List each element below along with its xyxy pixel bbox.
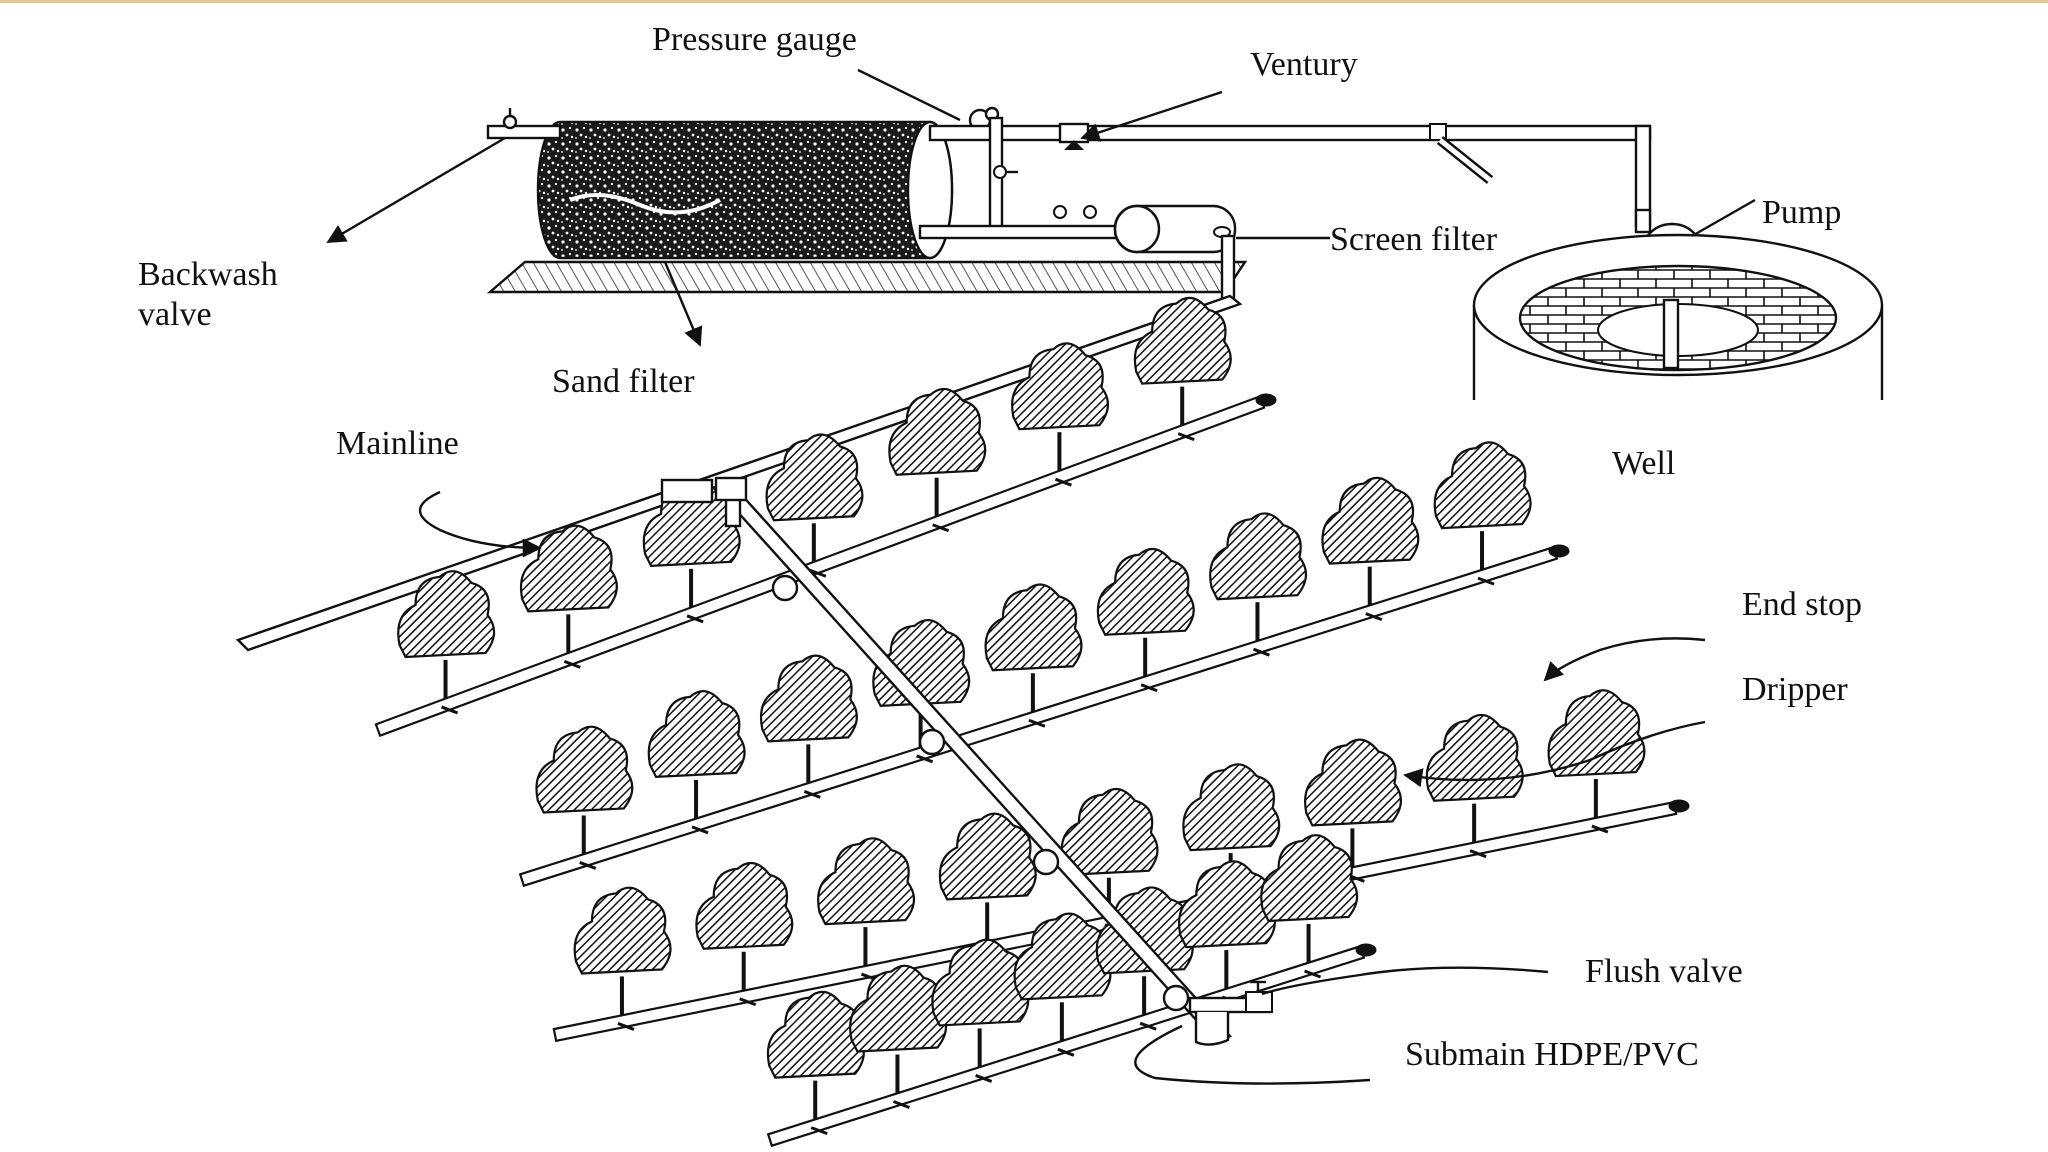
dripper	[1140, 683, 1158, 693]
label-well: Well	[1612, 445, 1675, 482]
dripper	[579, 861, 597, 870]
tree	[817, 837, 916, 982]
tree	[766, 990, 865, 1136]
tree	[759, 654, 858, 799]
dripper	[563, 659, 581, 669]
label-mainline: Mainline	[336, 425, 459, 462]
tree	[1547, 689, 1646, 834]
end-stop-cap	[1668, 799, 1690, 813]
sand-filter-tank	[536, 120, 954, 260]
laterals-group	[374, 393, 1690, 1148]
trees-group	[397, 296, 1646, 1136]
dripper	[975, 1074, 993, 1083]
dripper	[1252, 647, 1270, 657]
tree	[1133, 296, 1232, 442]
tree	[519, 524, 618, 669]
label-flush-valve: Flush valve	[1585, 953, 1743, 990]
tree	[1433, 441, 1532, 586]
dripper	[932, 523, 950, 533]
dripper	[809, 568, 827, 578]
dripper	[810, 1126, 828, 1136]
dripper	[441, 705, 459, 715]
end-stop-cap	[1355, 943, 1377, 957]
well	[1472, 233, 1884, 400]
tree	[1013, 912, 1112, 1057]
label-screen-filter: Screen filter	[1330, 221, 1498, 258]
leader-lines	[326, 68, 1756, 1085]
screen-filter	[1113, 204, 1237, 254]
tree	[573, 886, 672, 1031]
tree	[1096, 547, 1195, 693]
label-dripper: Dripper	[1742, 671, 1848, 708]
mainline-pipe	[235, 294, 1243, 652]
dripper	[686, 614, 704, 624]
dripper	[1057, 1047, 1075, 1057]
tree	[397, 570, 496, 715]
tree	[1209, 512, 1308, 657]
dripper	[1477, 576, 1495, 586]
tree	[931, 938, 1030, 1083]
label-backwash-valve-line1: Backwash	[138, 256, 278, 293]
slide-top-border	[0, 0, 2048, 3]
tree	[765, 433, 864, 578]
dripper	[617, 1022, 635, 1031]
label-ventury: Ventury	[1250, 46, 1358, 83]
sand-filter-base	[486, 260, 1248, 294]
label-submain: Submain HDPE/PVC	[1405, 1036, 1699, 1073]
dripper	[1139, 1021, 1157, 1031]
submain-junctions	[660, 478, 1190, 1012]
tree	[535, 725, 634, 870]
lateral-line	[374, 394, 1266, 738]
label-sand-filter: Sand filter	[552, 363, 695, 400]
tree	[695, 861, 794, 1007]
tree	[1321, 476, 1420, 622]
dripper	[739, 997, 757, 1007]
dripper	[1591, 824, 1609, 834]
dripper	[1177, 432, 1195, 442]
label-end-stop: End stop	[1742, 586, 1862, 623]
tree	[1260, 834, 1359, 979]
tree	[1304, 738, 1402, 883]
lateral-line	[518, 545, 1559, 888]
dripper	[1054, 477, 1072, 487]
dripper	[1304, 969, 1322, 979]
dripper	[1469, 849, 1487, 859]
tree	[888, 387, 987, 533]
dripper	[691, 825, 709, 835]
filter-piping	[918, 116, 1652, 240]
label-backwash-valve-line2: valve	[138, 296, 212, 333]
dripper	[892, 1100, 910, 1109]
tree	[647, 690, 746, 835]
label-pressure-gauge: Pressure gauge	[652, 21, 857, 58]
tree	[984, 583, 1083, 728]
lateral-line	[766, 944, 1366, 1148]
end-stop-cap	[1255, 393, 1277, 407]
dripper	[916, 754, 934, 764]
flush-valve	[1188, 980, 1273, 1046]
backwash-valve	[486, 108, 562, 140]
tree	[1011, 342, 1110, 487]
label-pump: Pump	[1762, 194, 1841, 231]
dripper	[1365, 612, 1383, 622]
dripper	[1028, 718, 1046, 728]
dripper	[803, 789, 821, 799]
end-stop-cap	[1548, 544, 1570, 558]
